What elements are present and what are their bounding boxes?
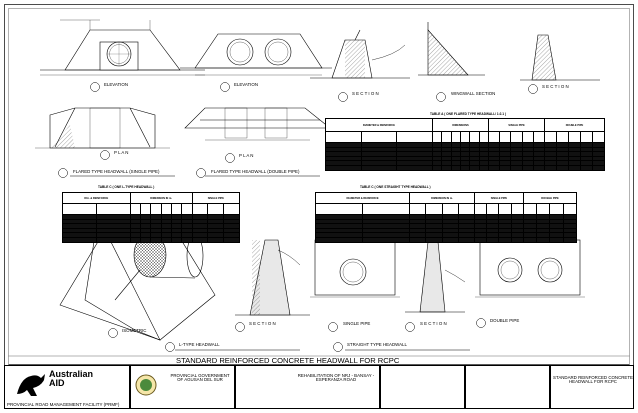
section-drawing-1 [310, 29, 410, 79]
l-type-title: L-TYPE HEADWALL [179, 342, 220, 347]
project-text: REHABILITATION OF NRJ - BANSAY - ESPERAN… [297, 373, 375, 383]
section-4-label: S E C T I O N [420, 321, 447, 326]
plan-single-drawing [35, 107, 170, 149]
section-3-label: S E C T I O N [249, 321, 276, 326]
l-type-section-drawing [235, 239, 310, 316]
callout-markers-row3 [108, 318, 486, 352]
revision-cell [380, 365, 465, 409]
facility-text: PROVINCIAL ROAD MANAGEMENT FACILITY (PRM… [7, 402, 120, 407]
table-a-title: TABLE A ( ONE FLARED TYPE HEADWALL/ 1:2.… [430, 112, 507, 116]
plan-double-drawing [184, 107, 331, 141]
double-pipe-label: DOUBLE PIPE [490, 318, 520, 323]
elevation-2-label: ELEVATION [234, 82, 258, 87]
kangaroo-logo-icon [17, 374, 45, 396]
wingwall-section-drawing [418, 22, 485, 76]
table-c-title: TABLE C ( ONE STRAIGHT TYPE HEADWALL ) [360, 185, 431, 189]
sheet-title-cell: STANDARD REINFORCED CONCRETE HEADWALL FO… [550, 365, 634, 409]
callout-markers-row1 [90, 82, 538, 102]
section-drawing-2 [520, 34, 600, 81]
flared-double-title: FLARED TYPE HEADWALL (DOUBLE PIPE) [211, 169, 300, 174]
isometric-label: ISOMETRIC [122, 328, 147, 333]
province-cell: PROVINCIAL GOVERNMENT OF AGUSAN DEL SUR [130, 365, 235, 409]
wingwall-section-label: WINGWALL SECTION [451, 91, 496, 96]
approval-cell [465, 365, 550, 409]
straight-section-drawing [405, 241, 466, 313]
title-underlines [70, 175, 470, 351]
callout-markers-row2 [58, 150, 235, 178]
flared-single-title: FLARED TYPE HEADWALL (SINGLE PIPE) [73, 169, 160, 174]
sheet-title-text: STANDARD REINFORCED CONCRETE HEADWALL FO… [553, 375, 633, 385]
section-1-label: S E C T I O N [352, 91, 379, 96]
straight-single-drawing [310, 239, 400, 298]
straight-type-title: STRAIGHT TYPE HEADWALL [347, 342, 407, 347]
elevation-single-drawing [40, 19, 205, 76]
elevation-double-drawing [180, 33, 332, 76]
project-cell: REHABILITATION OF NRJ - BANSAY - ESPERAN… [235, 365, 380, 409]
plan-2-label: P L A N [239, 153, 254, 158]
isometric-drawing [59, 229, 216, 341]
plan-1-label: P L A N [114, 150, 129, 155]
elevation-1-label: ELEVATION [104, 82, 128, 87]
table-b-title: TABLE C ( ONE L-TYPE HEADWALL ) [98, 185, 155, 189]
main-sheet-title: STANDARD REINFORCED CONCRETE HEADWALL FO… [176, 356, 400, 365]
straight-double-drawing [475, 239, 585, 298]
single-pipe-label: SINGLE PIPE [343, 321, 371, 326]
section-2-label: S E C T I O N [542, 84, 569, 89]
province-seal-icon [135, 374, 157, 396]
province-text: PROVINCIAL GOVERNMENT OF AGUSAN DEL SUR [170, 373, 230, 383]
